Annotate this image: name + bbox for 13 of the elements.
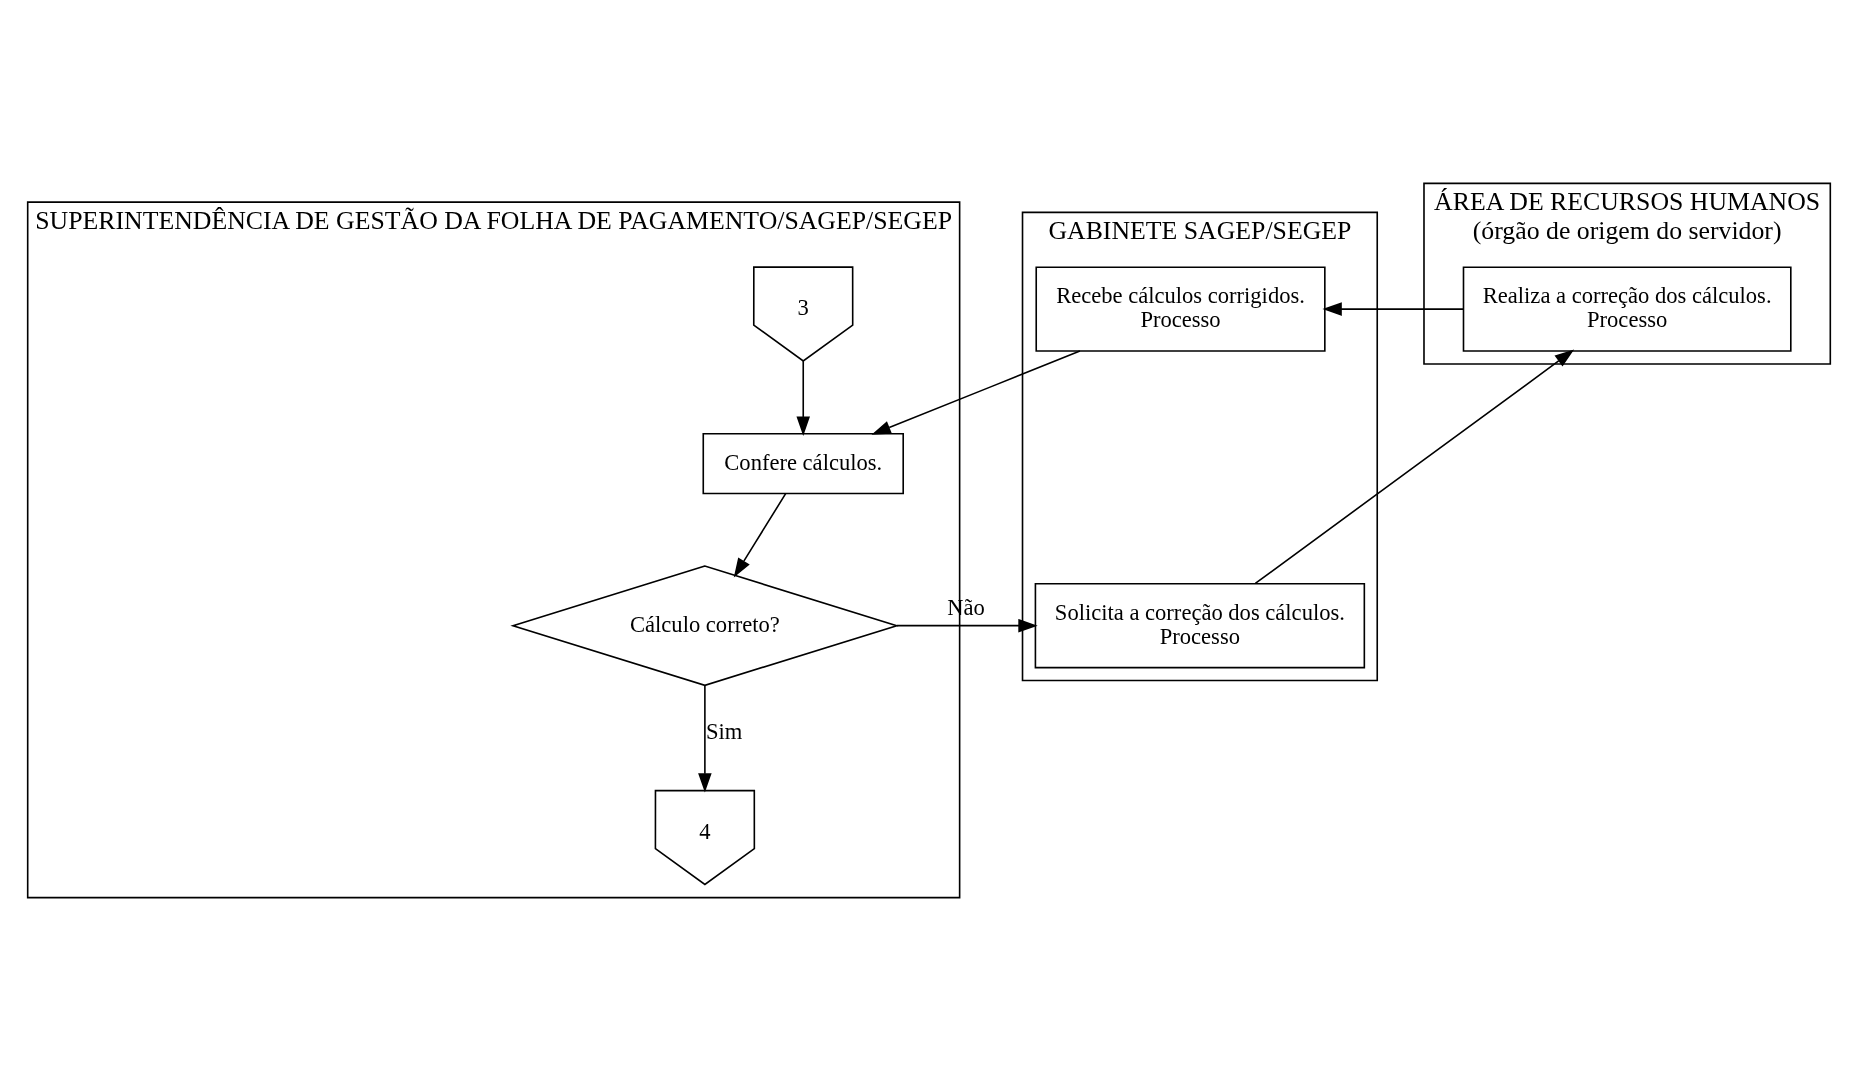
arrow bbox=[733, 492, 787, 578]
node-diamond: Cálculo correto? bbox=[510, 565, 900, 687]
arrow bbox=[698, 684, 712, 793]
arrow bbox=[896, 618, 1038, 633]
node-box: Realiza a correção dos cálculos. Processo bbox=[1462, 266, 1792, 352]
arrow bbox=[871, 350, 1081, 435]
node-box: Recebe cálculos corrigidos. Processo bbox=[1035, 266, 1326, 352]
arrow bbox=[1254, 349, 1575, 585]
node-box: Solicita a correção dos cálculos. Processo bbox=[1034, 582, 1366, 669]
arrow bbox=[1322, 302, 1464, 316]
node-box: Confere cálculos. bbox=[702, 433, 904, 495]
arrow bbox=[796, 360, 810, 436]
edge-label: Sim bbox=[706, 718, 743, 744]
